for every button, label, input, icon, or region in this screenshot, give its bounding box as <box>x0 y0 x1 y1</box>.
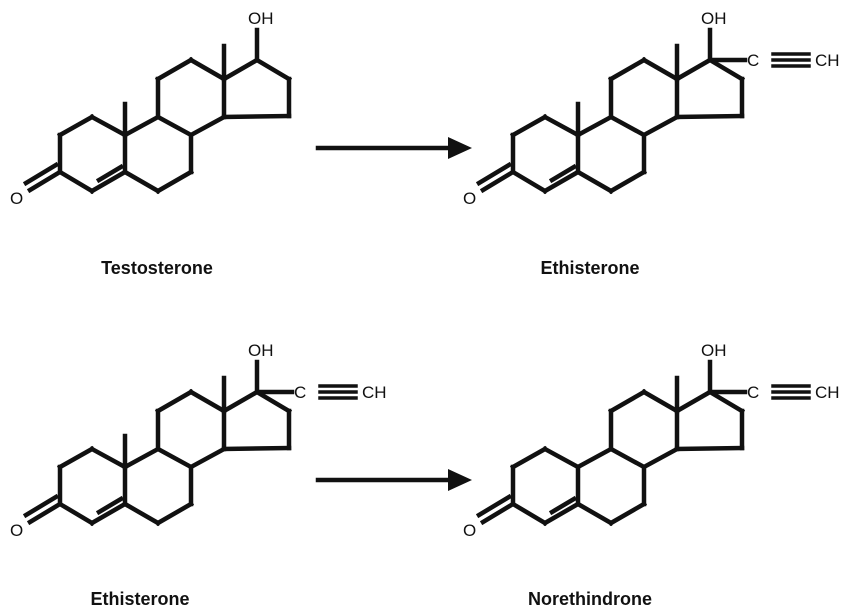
ring-bond <box>220 56 261 83</box>
ring-bond <box>607 56 648 83</box>
carbonyl-bond <box>479 168 517 194</box>
ring-bond <box>574 445 615 471</box>
carbonyl-bond <box>475 161 513 187</box>
double-bond-line <box>95 495 125 516</box>
ring-bond <box>574 168 615 195</box>
ring-bond <box>220 388 261 415</box>
ch-label: CH <box>362 383 387 402</box>
oxygen-label: O <box>10 521 23 540</box>
hydroxyl-label: OH <box>701 9 727 28</box>
ring-bond <box>574 500 615 527</box>
carbonyl-bond <box>26 168 64 194</box>
ring-bond <box>154 388 195 415</box>
ring-bond <box>88 168 129 195</box>
ring-bond <box>121 113 162 139</box>
hydroxyl-label: OH <box>248 9 274 28</box>
ring-bond <box>541 168 582 195</box>
ring-bond <box>187 56 228 83</box>
ring-bond <box>56 445 96 471</box>
ring-bond <box>640 56 681 83</box>
ring-bond <box>56 500 96 527</box>
hydroxyl-label: OH <box>248 341 274 360</box>
molecule-ethisterone-product: O OH C CH <box>463 9 840 208</box>
carbonyl-bond <box>475 493 513 519</box>
ring-bond <box>673 388 714 415</box>
ring-bond <box>121 500 162 527</box>
ring-bond <box>154 56 195 83</box>
ch-label: CH <box>815 383 840 402</box>
ring-bond <box>607 445 648 471</box>
ring-bond <box>88 113 129 139</box>
carbon-label: C <box>294 383 306 402</box>
ring-bond <box>187 113 228 139</box>
ring-bond <box>509 113 549 139</box>
ring-bond <box>121 168 162 195</box>
oxygen-label: O <box>463 521 476 540</box>
ring-bond <box>607 113 648 139</box>
ring-bond <box>253 388 293 415</box>
oxygen-label: O <box>463 189 476 208</box>
ring-bond <box>221 113 292 120</box>
ring-bond <box>640 445 681 471</box>
ring-bond <box>88 445 129 471</box>
double-bond-line <box>95 163 125 184</box>
reaction-arrow-1 <box>315 137 472 159</box>
double-bond-line <box>548 163 578 184</box>
ring-bond <box>187 445 228 471</box>
ring-bond <box>154 168 195 195</box>
carbonyl-bond <box>22 161 60 187</box>
ring-bond <box>607 168 648 195</box>
ring-bond <box>509 445 549 471</box>
carbonyl-bond <box>479 500 517 526</box>
ring-bond <box>674 113 745 120</box>
compound-name-testosterone: Testosterone <box>101 258 213 278</box>
molecule-testosterone: O OH <box>10 9 293 208</box>
ring-bond <box>541 113 582 139</box>
ring-bond <box>706 56 746 83</box>
ring-bond <box>541 445 582 471</box>
ring-bond <box>673 56 714 83</box>
double-bond-line <box>548 495 578 516</box>
ch-label: CH <box>815 51 840 70</box>
ring-bond <box>154 500 195 527</box>
molecule-norethindrone: O OH C CH <box>463 341 840 540</box>
ring-bond <box>154 445 195 471</box>
ring-bond <box>187 388 228 415</box>
carbon-label: C <box>747 383 759 402</box>
reaction-arrow-2 <box>315 469 472 491</box>
ring-bond <box>674 445 745 452</box>
ring-bond <box>221 445 292 452</box>
ring-bond <box>121 445 162 471</box>
ring-bond <box>607 500 648 527</box>
ring-bond <box>509 168 549 195</box>
ring-bond <box>706 388 746 415</box>
ring-bond <box>253 56 293 83</box>
ring-bond <box>56 168 96 195</box>
molecule-ethisterone-reactant: O OH C CH <box>10 341 387 540</box>
compound-name-ethisterone-product: Ethisterone <box>540 258 639 278</box>
carbonyl-bond <box>26 500 64 526</box>
ring-bond <box>640 388 681 415</box>
compound-name-ethisterone-reactant: Ethisterone <box>90 589 189 609</box>
carbonyl-bond <box>22 493 60 519</box>
ring-bond <box>541 500 582 527</box>
hydroxyl-label: OH <box>701 341 727 360</box>
carbon-label: C <box>747 51 759 70</box>
ring-bond <box>607 388 648 415</box>
ring-bond <box>574 113 615 139</box>
ring-bond <box>88 500 129 527</box>
ring-bond <box>509 500 549 527</box>
compound-name-norethindrone: Norethindrone <box>528 589 652 609</box>
ring-bond <box>640 113 681 139</box>
oxygen-label: O <box>10 189 23 208</box>
ring-bond <box>56 113 96 139</box>
ring-bond <box>154 113 195 139</box>
